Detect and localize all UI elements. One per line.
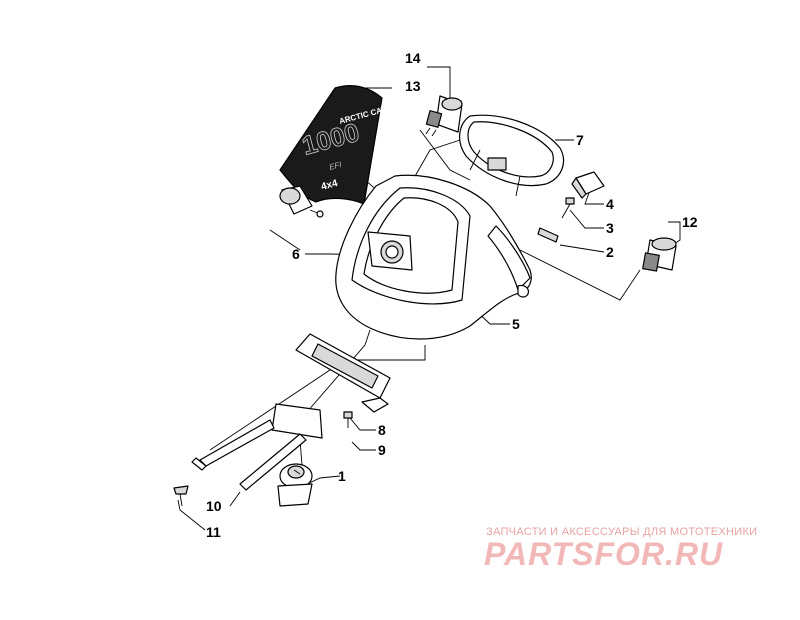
watermark-caption: ЗАПЧАСТИ И АКСЕССУАРЫ ДЛЯ МОТОТЕХНИКИ: [486, 526, 758, 538]
part-8-bezel: [295, 333, 391, 413]
callout-13: 13: [405, 78, 421, 94]
part-6-outlet: [279, 185, 324, 218]
watermark-logo: PARTSFOR.RU: [484, 536, 724, 572]
callout-numbers: 14 13 7 4 3 2 12 6 5 8 9 1 10 11: [206, 50, 698, 540]
part-3-bolt: [561, 197, 575, 219]
callout-4: 4: [606, 196, 614, 212]
decal-suffix: EFI: [328, 160, 343, 172]
callout-6: 6: [292, 246, 300, 262]
callout-10: 10: [206, 498, 222, 514]
part-5-dash-housing: [335, 174, 532, 340]
callout-12: 12: [682, 214, 698, 230]
part-9-screw: [343, 411, 353, 428]
part-11-screw: [173, 485, 189, 507]
callout-14: 14: [405, 50, 421, 66]
part-7-instrument-cluster: [459, 114, 565, 197]
callout-1: 1: [338, 468, 346, 484]
callout-5: 5: [512, 316, 520, 332]
callout-8: 8: [378, 422, 386, 438]
part-13-decal: ARCTIC CAT 1000 EFI 4x4: [279, 85, 387, 205]
part-10-bracket: [191, 403, 323, 491]
callout-9: 9: [378, 442, 386, 458]
callout-7: 7: [576, 132, 584, 148]
part-12-switch: [642, 237, 677, 272]
part-1-ignition-switch: [277, 463, 313, 507]
part-4-knob: [571, 171, 605, 199]
decal-drive: 4x4: [320, 178, 339, 193]
part-2-grommet: [537, 227, 559, 243]
callout-3: 3: [606, 220, 614, 236]
callout-2: 2: [606, 244, 614, 260]
callout-11: 11: [206, 524, 221, 540]
part-14-switch: [425, 95, 463, 137]
